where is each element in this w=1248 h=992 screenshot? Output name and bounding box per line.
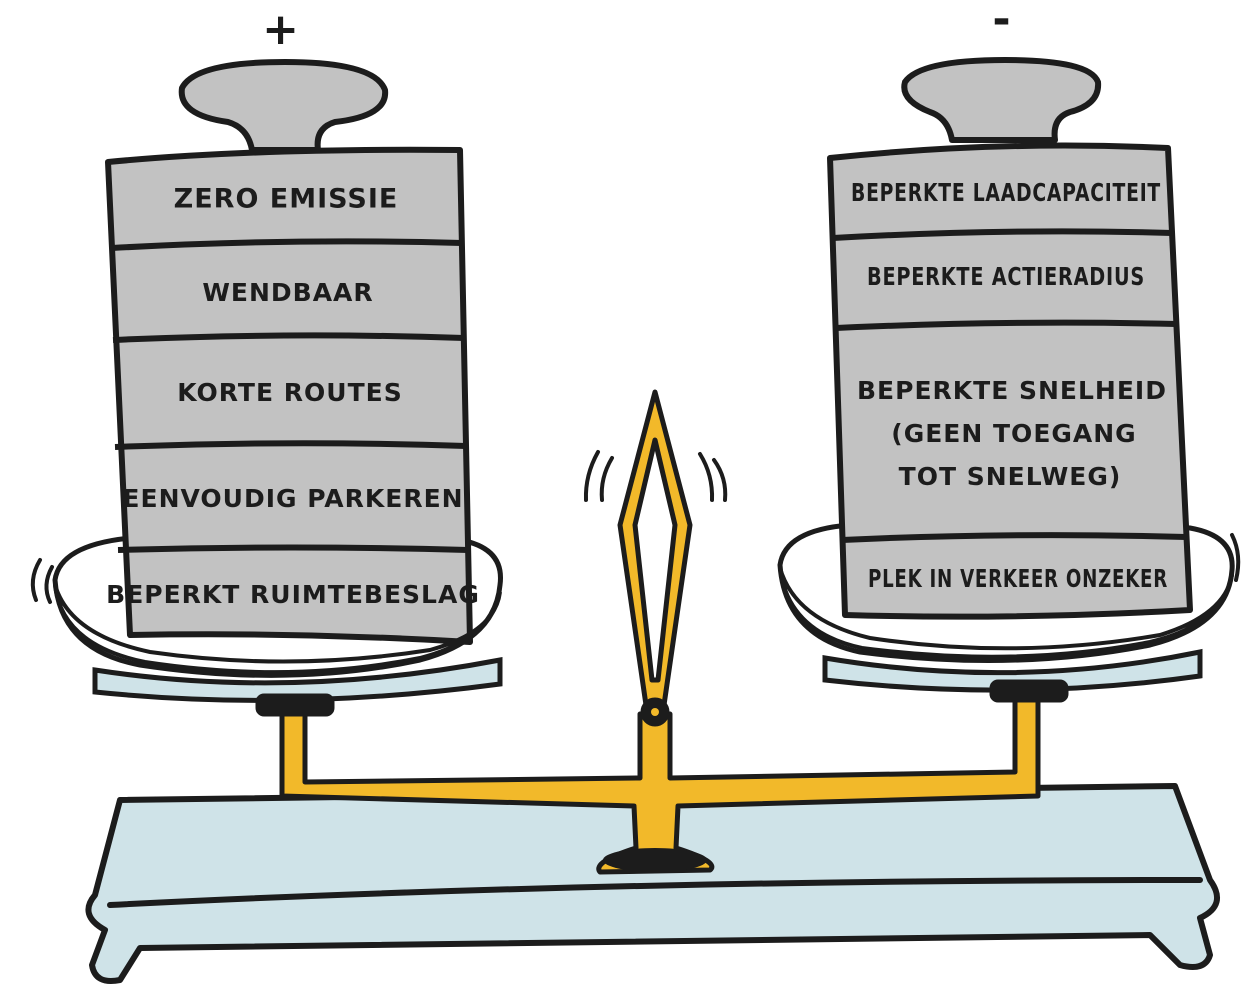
plus-sign: + [262,4,300,55]
minus-weight [830,60,1190,617]
disadvantage-label: PLEK IN VERKEER ONZEKER [868,564,1168,593]
advantage-label: EENVOUDIG PARKEREN [122,484,463,513]
plus-weight [108,62,470,642]
disadvantage-label: (GEEN TOEGANG [891,419,1136,448]
advantage-label: KORTE ROUTES [177,378,402,407]
disadvantage-label: TOT SNELWEG) [899,462,1122,491]
scale-needle [620,392,690,724]
minus-sign: - [992,0,1011,45]
left-pan-motion-lines [33,560,52,602]
disadvantage-label: BEPERKTE SNELHEID [857,376,1167,405]
advantage-label: BEPERKT RUIMTEBESLAG [106,580,480,609]
disadvantage-label: BEPERKTE ACTIERADIUS [867,262,1145,291]
advantage-label: ZERO EMISSIE [174,184,399,215]
disadvantage-label: BEPERKTE LAADCAPACITEIT [851,178,1161,207]
advantage-label: WENDBAAR [202,278,373,307]
